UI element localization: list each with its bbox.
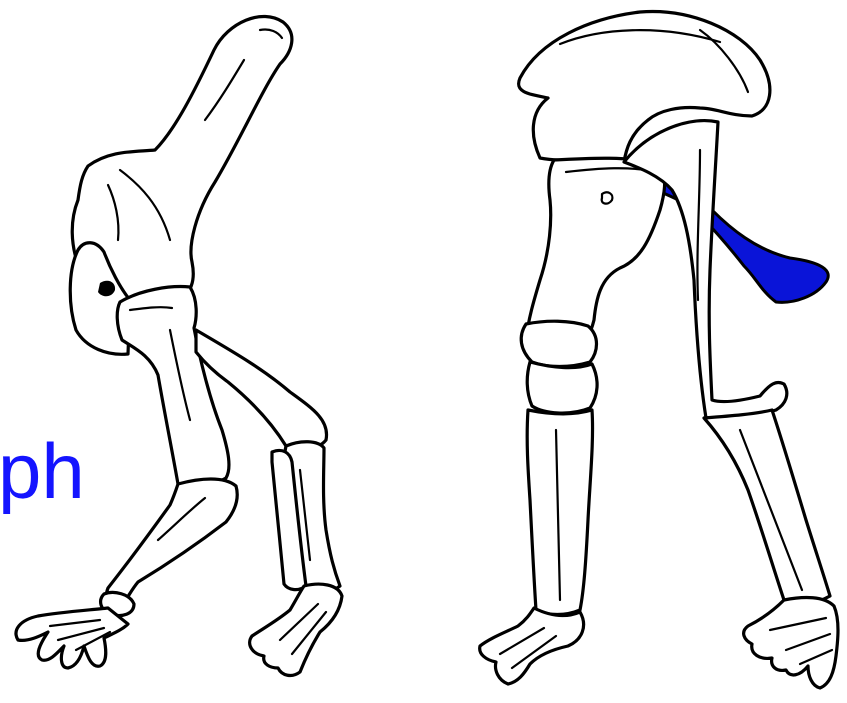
right-limb-skeleton <box>480 12 838 688</box>
left-paw <box>16 608 128 668</box>
right-knee <box>521 321 596 366</box>
left-limb-skeleton <box>16 17 342 676</box>
right-foot-left <box>480 608 584 684</box>
right-hip-blade <box>519 12 770 162</box>
left-mid-bone <box>117 287 229 488</box>
left-second-paw <box>250 584 342 675</box>
partial-label-text: ph <box>0 427 85 515</box>
right-lower-knee <box>527 362 597 413</box>
left-forearm-bone <box>106 479 237 608</box>
right-shin-right <box>704 410 830 603</box>
right-foot-right <box>744 598 838 688</box>
